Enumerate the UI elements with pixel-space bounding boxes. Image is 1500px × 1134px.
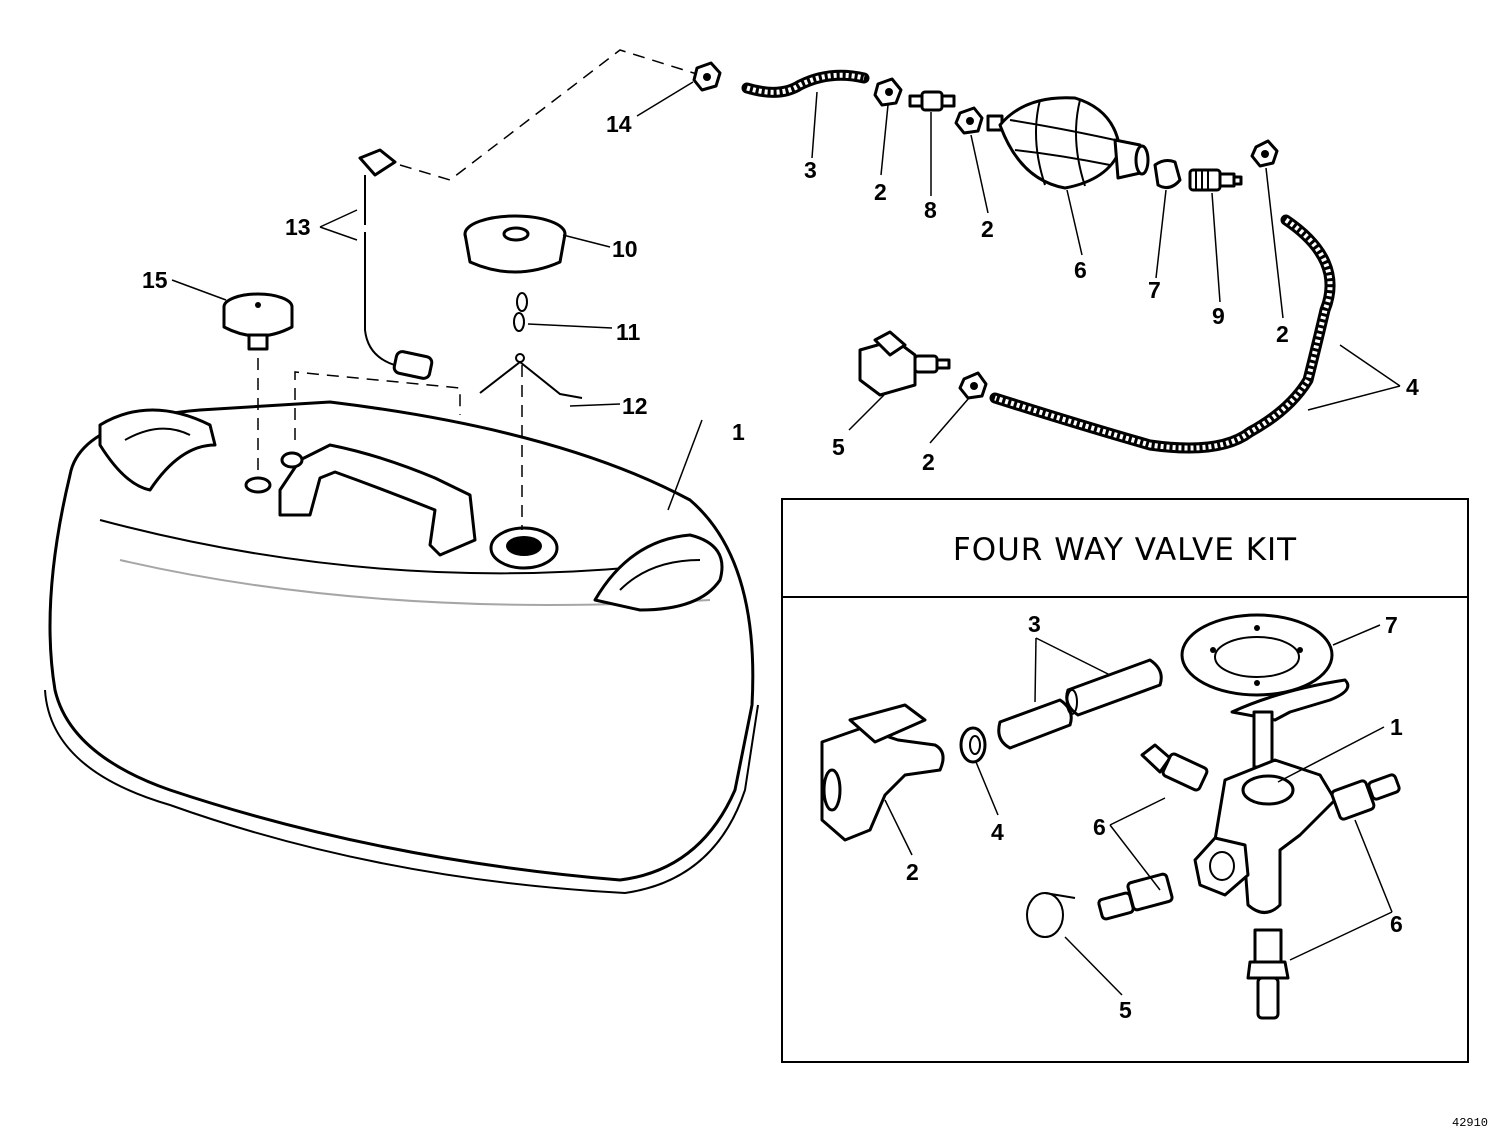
- callout-chain: 11: [616, 319, 641, 345]
- filler-cap: [463, 214, 567, 274]
- kit-title: FOUR WAY VALVE KIT: [953, 532, 1297, 568]
- vent-screw: [222, 292, 294, 351]
- tank-carry-handle: [278, 443, 477, 557]
- kit-callout-valve: 1: [1390, 714, 1403, 740]
- spring-clip: [479, 353, 583, 399]
- kit-callout-connector: 2: [906, 859, 919, 885]
- kit-clamp: [959, 726, 987, 764]
- check-valve-b: [1188, 168, 1243, 192]
- connector: [858, 330, 951, 397]
- callout-connector: 5: [832, 434, 845, 460]
- chain: [513, 292, 528, 332]
- callout-pickup-tube: 13: [285, 214, 311, 240]
- hose-short: [741, 69, 870, 98]
- clamp-c: [1250, 139, 1279, 168]
- kit-clip: [1026, 892, 1076, 938]
- kit-fitting-lower-left: [1097, 872, 1174, 921]
- callout-clamp-c: 2: [1276, 321, 1289, 347]
- four-way-valve-kit-box: [781, 498, 1469, 1063]
- callout-tank: 1: [732, 419, 745, 445]
- clamp-a: [873, 77, 903, 107]
- kit-callout-hoses: 3: [1028, 611, 1041, 637]
- clamp-d: [958, 371, 988, 400]
- kit-callout-fittings-left: 6: [1093, 814, 1106, 840]
- kit-callout-clamp: 4: [991, 819, 1004, 845]
- callout-check-valve-a: 8: [924, 197, 937, 223]
- kit-valve: [1193, 678, 1350, 914]
- callout-clamp-b: 2: [981, 216, 994, 242]
- filler-neck: [489, 526, 559, 570]
- pickup-tube: [358, 148, 434, 380]
- primer-bulb: [986, 96, 1150, 190]
- clamp-b: [954, 106, 984, 135]
- callout-clamp-a: 2: [874, 179, 887, 205]
- tank-left-handle: [98, 408, 217, 492]
- nut: [692, 61, 722, 92]
- callout-primer-bulb: 6: [1074, 257, 1087, 283]
- kit-connector: [820, 703, 945, 842]
- kit-fitting-bottom: [1246, 928, 1290, 1020]
- callout-filler-cap: 10: [612, 236, 638, 262]
- retainer: [1153, 159, 1182, 190]
- hose-long: [989, 214, 1336, 454]
- callout-hose-long: 4: [1406, 374, 1419, 400]
- drawing-number: 42910: [1452, 1116, 1488, 1130]
- kit-callout-gasket: 7: [1385, 612, 1398, 638]
- kit-callout-clip: 5: [1119, 997, 1132, 1023]
- callout-nut: 14: [606, 111, 632, 137]
- pickup-hole: [280, 451, 304, 469]
- leader-lines: [171, 81, 1401, 996]
- callout-check-valve-b: 9: [1212, 303, 1225, 329]
- callout-numbers: 1 2 2 2 2 3 4 5 6 7 8 9 10 11 12 13 14 1…: [142, 111, 1419, 1023]
- callout-retainer: 7: [1148, 277, 1161, 303]
- check-valve-a: [908, 90, 956, 112]
- tank-right-handle: [593, 533, 724, 612]
- callout-spring-clip: 12: [622, 393, 648, 419]
- kit-fitting-upper-left: [1140, 743, 1209, 792]
- callout-clamp-d: 2: [922, 449, 935, 475]
- callout-hose-short: 3: [804, 157, 817, 183]
- vent-hole: [244, 476, 272, 494]
- kit-callout-fittings-right: 6: [1390, 911, 1403, 937]
- kit-gasket: [1180, 613, 1334, 697]
- kit-fitting-right: [1330, 773, 1401, 821]
- kit-hoses: [997, 658, 1163, 750]
- callout-vent-screw: 15: [142, 267, 168, 293]
